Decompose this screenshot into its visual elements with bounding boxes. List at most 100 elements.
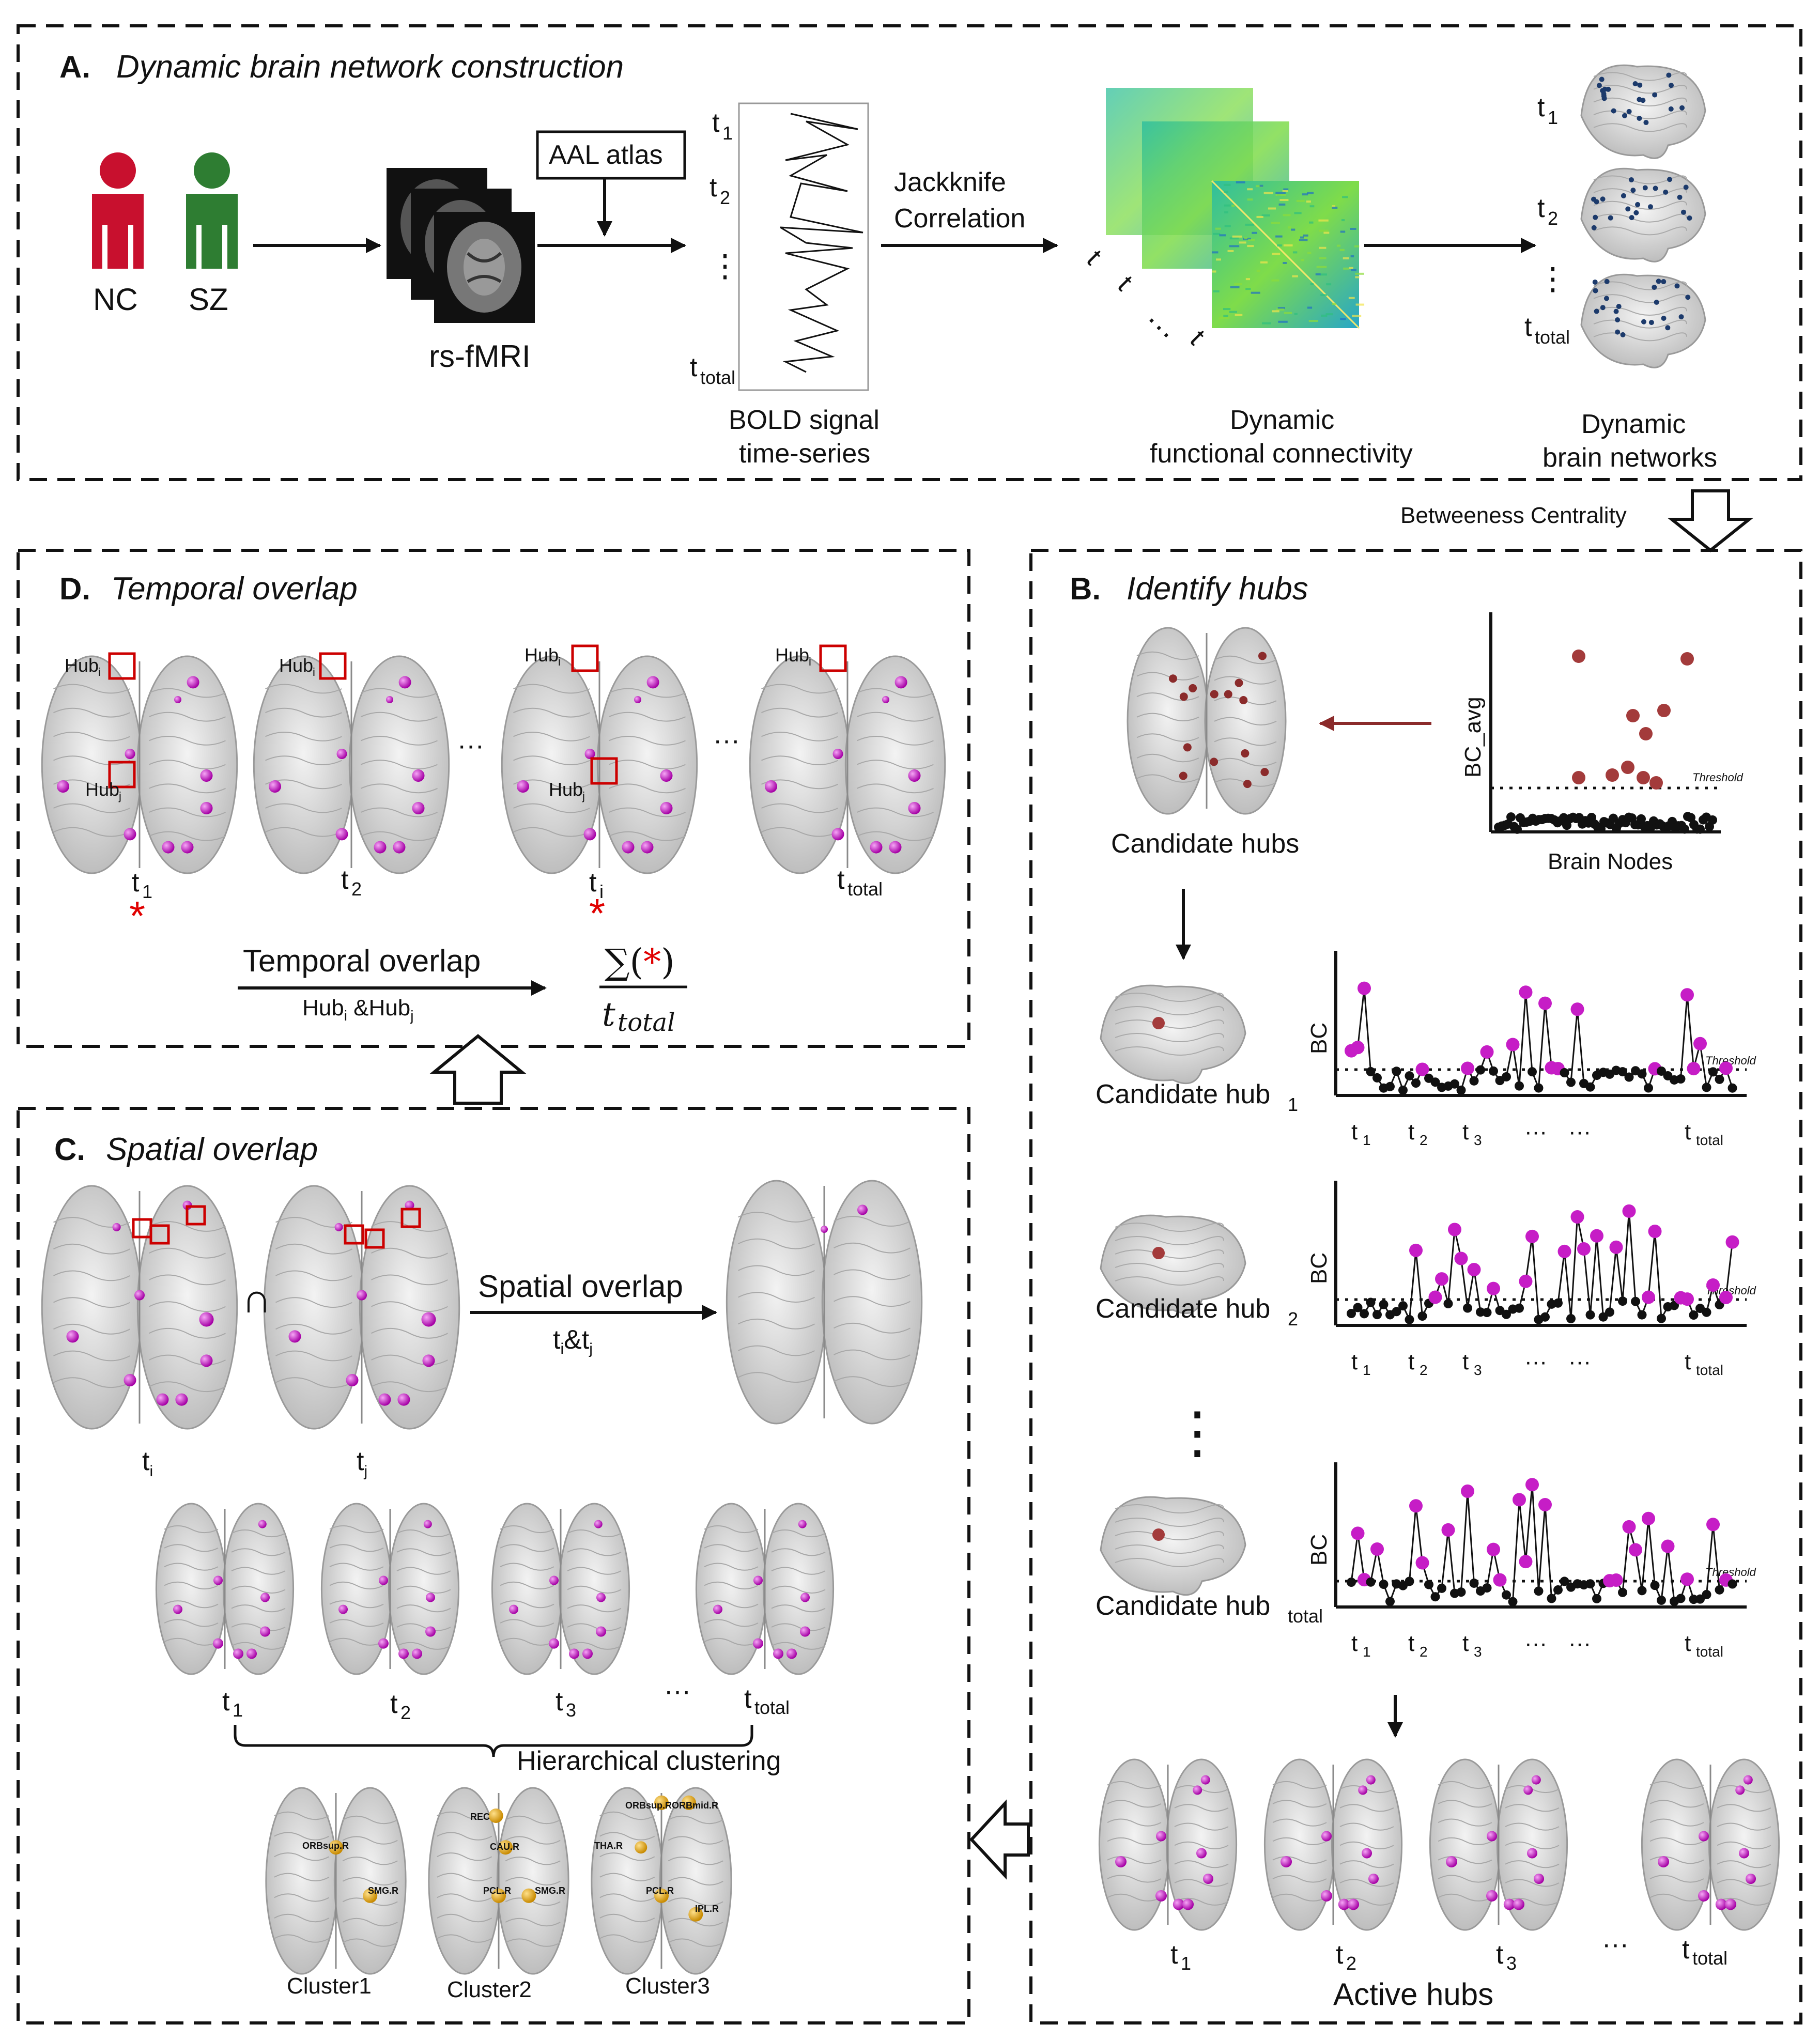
bc-point <box>1437 1583 1446 1593</box>
svg-text:3: 3 <box>1474 1644 1482 1660</box>
svg-text:1: 1 <box>1363 1644 1371 1660</box>
hub-node <box>187 676 199 689</box>
bc-point <box>1702 1307 1711 1317</box>
correlation-line1: Jackknife <box>894 167 1006 197</box>
hollow-arrow-left <box>969 1799 1030 1880</box>
bc-point <box>1725 1235 1739 1249</box>
bc-point <box>1642 1290 1655 1304</box>
bc-point <box>1506 1038 1520 1052</box>
svg-text:t: t <box>1170 1940 1178 1970</box>
svg-text:total: total <box>700 367 735 388</box>
hub-node <box>124 1374 136 1386</box>
candidate-hub-label-1: Candidate hub <box>1096 1079 1270 1109</box>
bc-point <box>1366 1577 1376 1587</box>
bc-point <box>1728 1083 1737 1093</box>
bc-point <box>1715 1074 1724 1084</box>
bc-point <box>1598 1312 1608 1322</box>
active-brain-3 <box>1429 1758 1568 1931</box>
bc-point <box>1695 1594 1705 1604</box>
svg-text:t: t <box>710 173 717 203</box>
bc-point <box>1424 1580 1433 1589</box>
bc-point <box>1370 1542 1384 1556</box>
hub-node <box>1531 1775 1541 1785</box>
spatial-overlap-label: Spatial overlap <box>478 1269 683 1304</box>
hub-node <box>357 1290 367 1301</box>
hub-node <box>622 841 635 854</box>
bc-point <box>1719 1061 1733 1075</box>
panel-d-frame <box>17 549 970 1048</box>
hub-node <box>1224 690 1232 699</box>
candidate-hub-sub-1: 1 <box>1288 1094 1298 1115</box>
bc-point <box>1372 1310 1382 1320</box>
hub-node <box>1368 1874 1379 1884</box>
bc-xtick: ··· <box>1524 1631 1547 1656</box>
bc-point <box>1508 1597 1518 1606</box>
hub-node <box>753 1575 763 1585</box>
hub-node <box>258 1520 267 1528</box>
hub-node <box>335 828 348 841</box>
hub-node <box>1715 1898 1727 1910</box>
hub-node <box>233 1648 243 1659</box>
bc-point <box>1566 1077 1576 1087</box>
hub-node <box>1210 758 1219 766</box>
hub-node <box>405 1200 414 1210</box>
svg-text:t: t <box>1336 1940 1344 1970</box>
bc-ylabel-3: BC <box>1306 1534 1332 1566</box>
bc-point <box>1385 1081 1395 1091</box>
d-ellipsis-2: ··· <box>713 725 740 755</box>
hub-node <box>1513 1898 1524 1910</box>
hub-node <box>378 1393 391 1406</box>
mri-stack <box>387 168 535 323</box>
spatial-brains <box>41 1180 923 1430</box>
hollow-arrow-up <box>429 1034 527 1105</box>
bc-point <box>1515 1081 1524 1091</box>
bc-point <box>1398 1301 1408 1311</box>
svg-text:i: i <box>599 881 604 902</box>
hub-node <box>1358 1785 1368 1795</box>
hub-node <box>798 1520 807 1528</box>
bold-label-line1: BOLD signal <box>729 405 880 435</box>
hub-node <box>1193 1785 1202 1795</box>
svg-text:2: 2 <box>351 878 362 900</box>
hub-node <box>422 1354 435 1367</box>
bc-point <box>1637 1586 1647 1596</box>
hub-node <box>412 1648 422 1659</box>
bc-point <box>1482 1583 1492 1593</box>
group-sz-label: SZ <box>189 282 228 317</box>
bc-point <box>1385 1597 1395 1606</box>
row-brain-1 <box>155 1503 295 1675</box>
hub-node <box>1156 1831 1166 1842</box>
hub-node <box>336 749 347 759</box>
hub-node <box>374 841 387 854</box>
network-brain-t1 <box>1580 64 1706 159</box>
hub-node <box>596 1626 606 1637</box>
svg-text:Hub: Hub <box>775 644 809 666</box>
panel-c-title: Spatial overlap <box>106 1132 318 1167</box>
svg-text:PCL.R: PCL.R <box>483 1886 511 1896</box>
hub-node <box>1243 780 1252 789</box>
hub-node <box>125 749 135 759</box>
formula-denominator: t <box>602 996 615 1034</box>
hub-node <box>882 696 889 703</box>
bc-point <box>1392 1307 1401 1317</box>
bc-point <box>1605 1307 1614 1317</box>
cluster-node-labels: ORBsup.R SMG.R REC CAU.R PCL.R SMG.R ORB… <box>302 1800 719 1914</box>
hub-node <box>1179 771 1187 780</box>
svg-text:2: 2 <box>1346 1953 1356 1974</box>
svg-text:t: t <box>1524 312 1532 342</box>
hub-node <box>1239 696 1248 704</box>
bc-point <box>1372 1073 1382 1083</box>
networks-label-line1: Dynamic <box>1581 409 1686 439</box>
hub-node <box>1735 1785 1745 1795</box>
bold-label-line2: time-series <box>739 439 870 469</box>
bc-point <box>1702 1589 1711 1599</box>
svg-text:total: total <box>1696 1362 1723 1378</box>
hub-node <box>426 1593 435 1602</box>
panel-c-frame <box>17 1107 970 2024</box>
hub-node <box>1115 1856 1127 1867</box>
bc-xtick: t <box>1462 1119 1469 1145</box>
network-brain-t2 <box>1580 167 1706 262</box>
